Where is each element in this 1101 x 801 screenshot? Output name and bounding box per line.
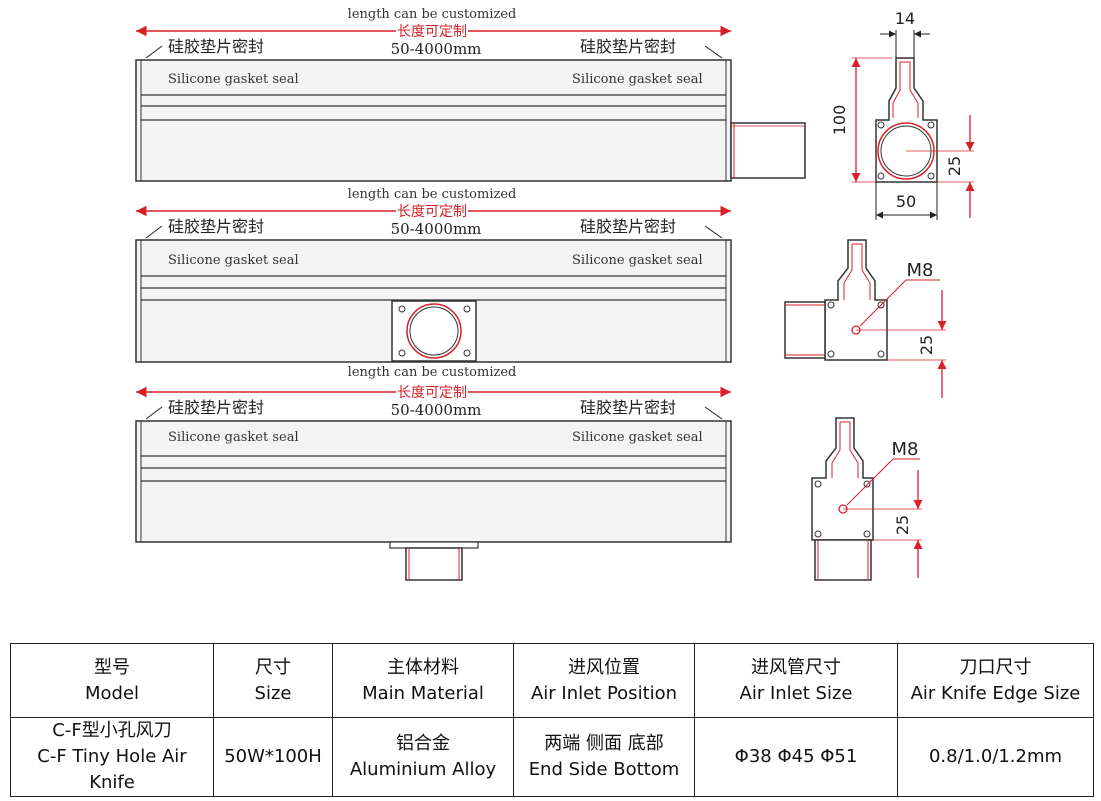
header-size: 尺寸 Size <box>213 643 333 718</box>
table-row: C-F型小孔风刀 C-F Tiny Hole Air Knife 50W*100… <box>10 717 1094 797</box>
front-view-side-inlet: length can be customized 长度可定制 50-4000mm… <box>135 187 732 363</box>
dim-inlet-3: 25 <box>893 515 912 535</box>
dim-width-bottom: 50 <box>896 192 916 211</box>
header-model: 型号 Model <box>10 643 214 718</box>
length-note-en-2: length can be customized <box>348 187 517 202</box>
thread-label: M8 <box>907 260 934 281</box>
length-note-zh-2: 长度可定制 <box>397 204 467 220</box>
section-view-end-inlet: 14 100 50 25 <box>830 9 975 220</box>
gasket-label-right-en-3: Silicone gasket seal <box>572 430 703 445</box>
cell-size: 50W*100H <box>213 717 333 797</box>
length-note-zh-3: 长度可定制 <box>397 385 467 401</box>
cell-position-en: End Side Bottom <box>528 759 680 780</box>
length-note-en: length can be customized <box>348 7 517 22</box>
header-inlet-size: 进风管尺寸 Air Inlet Size <box>694 643 898 718</box>
header-edge-size: 刀口尺寸 Air Knife Edge Size <box>897 643 1094 718</box>
header-size-en: Size <box>254 682 292 704</box>
header-material: 主体材料 Main Material <box>332 643 514 718</box>
gasket-label-right-zh-2: 硅胶垫片密封 <box>580 217 676 236</box>
header-inlet-size-en: Air Inlet Size <box>739 682 853 704</box>
technical-drawing: length can be customized 长度可定制 50-4000mm… <box>135 7 975 581</box>
gasket-label-left-zh-3: 硅胶垫片密封 <box>168 398 264 417</box>
spec-table: 型号 Model 尺寸 Size 主体材料 Main Material 进风位置… <box>10 643 1094 797</box>
cell-model: C-F型小孔风刀 C-F Tiny Hole Air Knife <box>10 717 214 797</box>
length-range-2: 50-4000mm <box>391 220 482 238</box>
cell-position-zh: 两端 侧面 底部 <box>544 733 664 754</box>
length-note-zh: 长度可定制 <box>397 24 467 40</box>
cell-material-en: Aluminium Alloy <box>349 759 497 780</box>
header-inlet-position: 进风位置 Air Inlet Position <box>513 643 695 718</box>
gasket-label-right-en: Silicone gasket seal <box>572 72 703 87</box>
gasket-label-right-zh-3: 硅胶垫片密封 <box>580 398 676 417</box>
header-model-en: Model <box>84 682 140 704</box>
cell-inlet-size-value: Φ38 Φ45 Φ51 <box>734 746 858 767</box>
bottom-inlet-pipe <box>389 541 479 581</box>
header-size-zh: 尺寸 <box>255 656 291 678</box>
inlet-pipe-end <box>730 122 806 179</box>
section-view-bottom-inlet: M8 25 <box>811 417 923 581</box>
gasket-label-left-en-3: Silicone gasket seal <box>168 430 299 445</box>
gasket-label-left-zh-2: 硅胶垫片密封 <box>168 217 264 236</box>
header-inlet-position-zh: 进风位置 <box>568 656 640 678</box>
cell-model-zh: C-F型小孔风刀 <box>52 720 172 741</box>
dim-inlet: 25 <box>945 156 964 176</box>
dim-width-top: 14 <box>895 9 915 28</box>
header-material-en: Main Material <box>362 682 484 704</box>
front-view-bottom-inlet: length can be customized 长度可定制 50-4000mm… <box>135 365 732 581</box>
cell-edge-size: 0.8/1.0/1.2mm <box>897 717 1094 797</box>
section-view-side-inlet: M8 25 <box>784 239 947 398</box>
side-inlet-flange <box>391 300 477 362</box>
front-view-end-inlet: length can be customized 长度可定制 50-4000mm… <box>135 7 806 182</box>
length-range: 50-4000mm <box>391 40 482 58</box>
gasket-label-right-en-2: Silicone gasket seal <box>572 253 703 268</box>
cell-edge-size-value: 0.8/1.0/1.2mm <box>928 746 1063 767</box>
cell-size-value: 50W*100H <box>224 746 322 767</box>
header-material-zh: 主体材料 <box>387 656 459 678</box>
header-inlet-position-en: Air Inlet Position <box>530 682 678 704</box>
table-header-row: 型号 Model 尺寸 Size 主体材料 Main Material 进风位置… <box>10 643 1094 718</box>
length-note-en-3: length can be customized <box>348 365 517 380</box>
header-edge-size-en: Air Knife Edge Size <box>910 682 1081 704</box>
dim-inlet-2: 25 <box>917 335 936 355</box>
cell-inlet-size: Φ38 Φ45 Φ51 <box>694 717 898 797</box>
header-inlet-size-zh: 进风管尺寸 <box>751 656 841 678</box>
header-edge-size-zh: 刀口尺寸 <box>959 656 1032 678</box>
cell-material: 铝合金 Aluminium Alloy <box>332 717 514 797</box>
cell-model-en: C-F Tiny Hole Air Knife <box>37 746 187 793</box>
cell-inlet-position: 两端 侧面 底部 End Side Bottom <box>513 717 695 797</box>
gasket-label-left-en: Silicone gasket seal <box>168 72 299 87</box>
thread-label-2: M8 <box>892 439 919 460</box>
gasket-label-right-zh: 硅胶垫片密封 <box>580 37 676 56</box>
header-model-zh: 型号 <box>94 656 130 678</box>
gasket-label-left-en-2: Silicone gasket seal <box>168 253 299 268</box>
length-range-3: 50-4000mm <box>391 401 482 419</box>
cell-material-zh: 铝合金 <box>396 733 450 754</box>
dim-height: 100 <box>830 105 849 136</box>
gasket-label-left-zh: 硅胶垫片密封 <box>168 37 264 56</box>
